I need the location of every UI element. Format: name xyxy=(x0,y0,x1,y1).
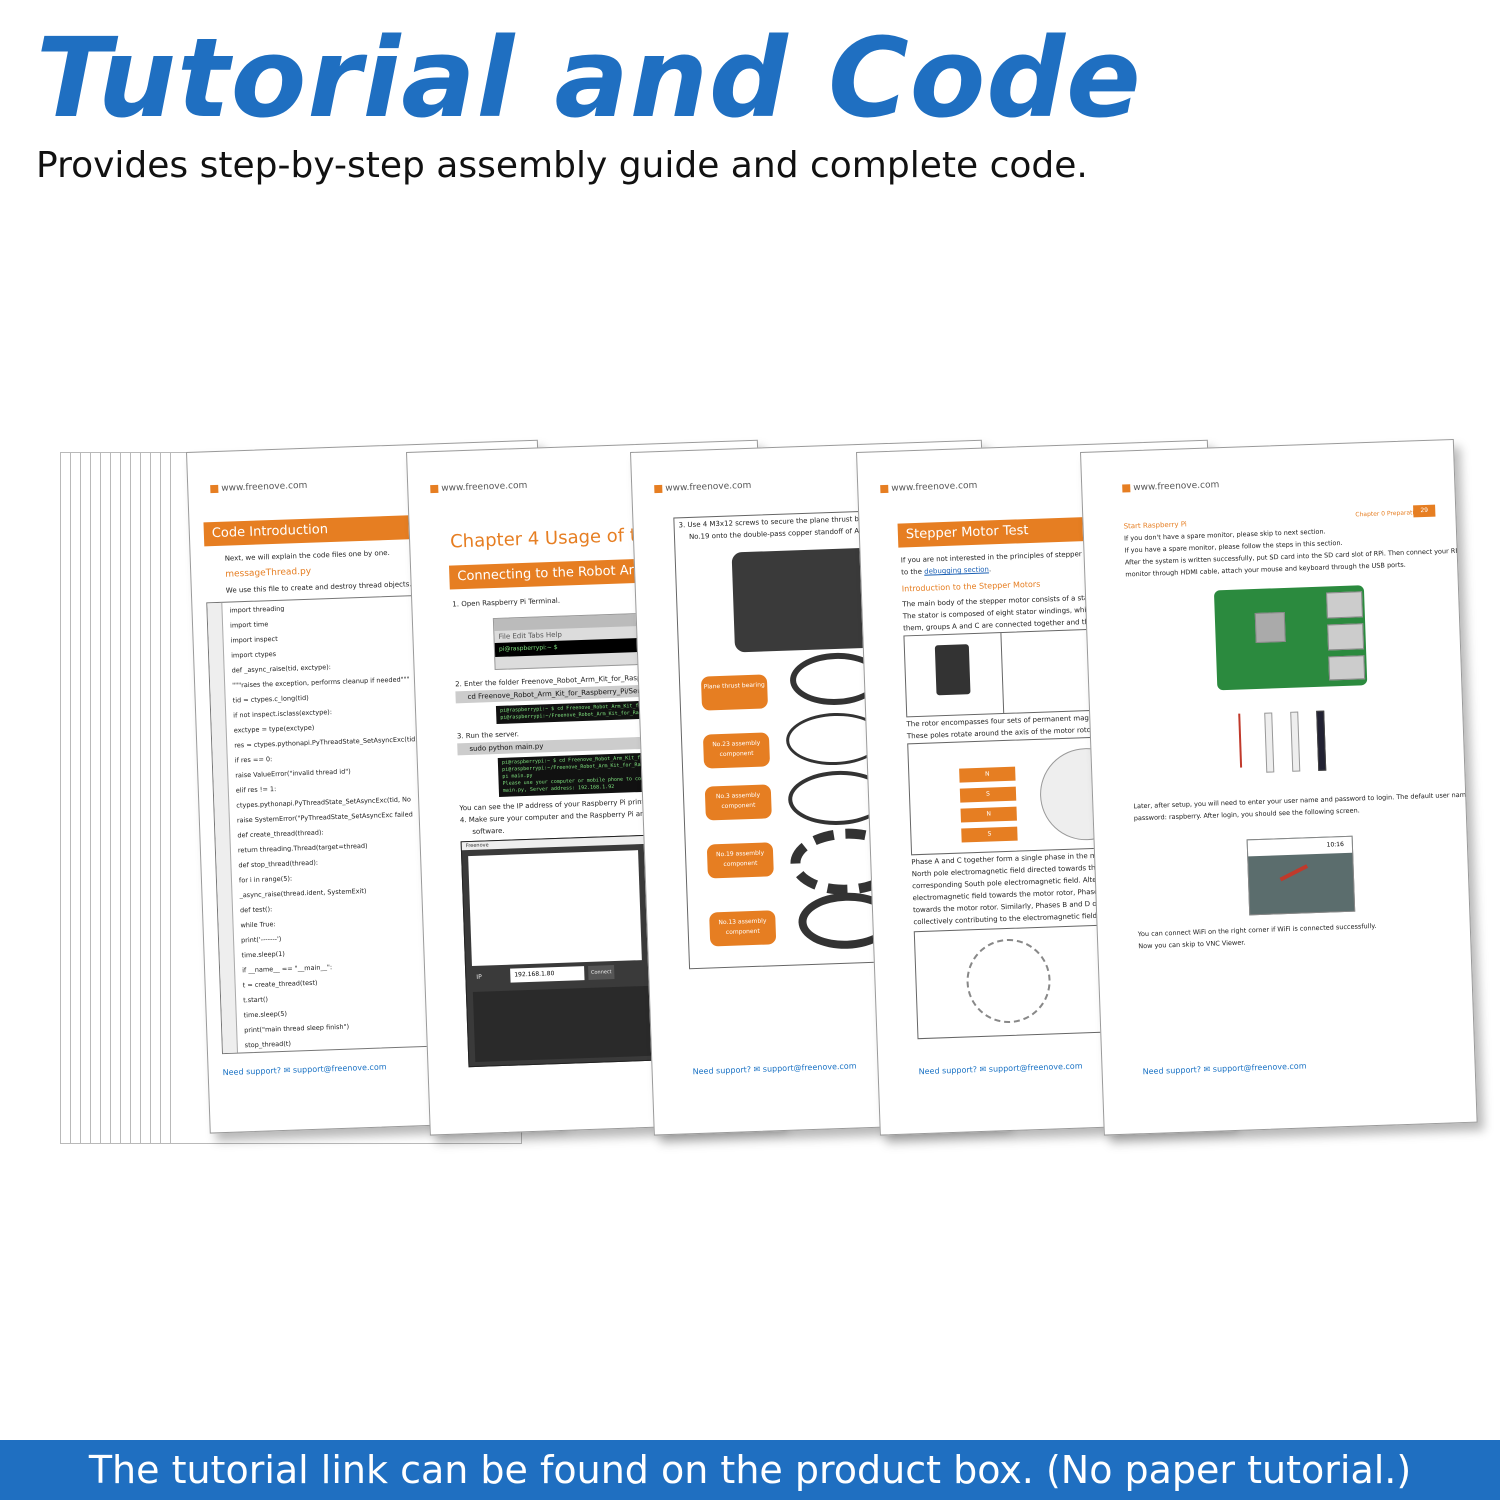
logo-square-icon xyxy=(880,484,889,493)
control-panel xyxy=(472,985,652,1062)
code-line: print("main thread sleep finish") xyxy=(244,1022,350,1035)
step-3: 3. Run the server. xyxy=(456,730,520,741)
code-line: import time xyxy=(229,620,269,630)
code-line: elif res != 1: xyxy=(235,785,277,795)
stepper-motor-illustration xyxy=(934,644,971,696)
pole-s: S xyxy=(961,826,1018,843)
freenove-logo: www.freenove.com xyxy=(430,481,527,494)
code-line: time.sleep(5) xyxy=(243,1009,288,1020)
usb-port xyxy=(1326,591,1363,619)
ip-input[interactable]: 192.168.1.80 xyxy=(510,966,585,983)
app-window: Freenove IP 192.168.1.80 Connect xyxy=(460,834,659,1068)
code-line: return threading.Thread(target=thread) xyxy=(237,841,368,855)
code-line: def test(): xyxy=(239,905,273,915)
code-line: stop_thread(t) xyxy=(244,1039,292,1050)
headline: Tutorial and Code xyxy=(36,14,1142,142)
logo-square-icon xyxy=(654,484,663,493)
line-8: Now you can skip to VNC Viewer. xyxy=(1138,938,1246,951)
code-line: def create_thread(thread): xyxy=(237,828,324,840)
wallpaper-mark xyxy=(1279,864,1309,882)
step-1: 1. Open Raspberry Pi Terminal. xyxy=(452,596,561,609)
code-line: if __name__ == "__main__": xyxy=(241,963,333,975)
support-footer: Need support? ✉ support@freenove.com xyxy=(692,1061,857,1077)
stator-illustration xyxy=(965,937,1052,1025)
file-name: messageThread.py xyxy=(225,566,312,580)
code-line: raise SystemError("PyThreadState_SetAsyn… xyxy=(236,810,413,825)
page-number: 29 xyxy=(1413,504,1436,518)
code-line: print('-------') xyxy=(240,934,282,945)
usb-port xyxy=(1327,623,1365,651)
support-footer: Need support? ✉ support@freenove.com xyxy=(918,1061,1083,1077)
section-title: Start Raspberry Pi xyxy=(1123,520,1187,531)
pole-s: S xyxy=(959,786,1017,803)
debugging-link[interactable]: debugging section xyxy=(924,565,990,576)
connect-button[interactable]: Connect xyxy=(588,965,615,980)
freenove-logo: www.freenove.com xyxy=(210,481,307,494)
freenove-logo: www.freenove.com xyxy=(880,481,977,494)
code-line: tid = ctypes.c_long(tid) xyxy=(232,693,309,705)
callout-no13: No.13 assembly component xyxy=(709,910,777,947)
code-line: import threading xyxy=(229,604,285,615)
cable xyxy=(1316,710,1327,771)
code-line: for i in range(5): xyxy=(238,874,293,885)
page-start-raspberry-pi: www.freenove.com Start Raspberry Pi Chap… xyxy=(1080,438,1478,1136)
code-line: ctypes.pythonapi.PyThreadState_SetAsyncE… xyxy=(236,795,412,810)
callout-no19: No.19 assembly component xyxy=(706,842,774,879)
code-line: raise ValueError("invalid thread id") xyxy=(235,767,351,780)
chapter-tag: Chapter 0 Preparation xyxy=(1355,509,1422,519)
taskbar-clock: 10:16 xyxy=(1247,836,1353,857)
cpu-chip xyxy=(1254,611,1286,643)
code-line: t = create_thread(test) xyxy=(242,978,318,990)
intro-line-2: to the debugging section. xyxy=(901,565,992,577)
step-4-cont: software. xyxy=(472,826,505,836)
code-line: """raises the exception, performs cleanu… xyxy=(232,675,410,690)
logo-square-icon xyxy=(430,484,439,493)
freenove-logo: www.freenove.com xyxy=(654,481,751,494)
cable xyxy=(1290,711,1301,772)
subheadline: Provides step-by-step assembly guide and… xyxy=(36,145,1088,186)
code-line: import ctypes xyxy=(230,649,277,660)
code-line: while True: xyxy=(240,920,276,930)
logo-square-icon xyxy=(1122,483,1131,493)
intro-text: Next, we will explain the code files one… xyxy=(224,548,390,563)
code-line: exctype = type(exctype) xyxy=(233,723,315,735)
footer-banner: The tutorial link can be found on the pr… xyxy=(0,1440,1500,1500)
code-line: def _async_raise(tid, exctype): xyxy=(231,663,332,675)
callout-no3: No.3 assembly component xyxy=(704,784,772,821)
arrow-up-icon xyxy=(1238,713,1243,768)
pole-n: N xyxy=(960,806,1017,823)
code-line: if res == 0: xyxy=(234,755,273,765)
ip-label: IP xyxy=(476,973,482,981)
logo-square-icon xyxy=(210,484,219,493)
figure-divider xyxy=(1000,633,1005,714)
code-line: time.sleep(1) xyxy=(241,949,285,960)
line-7: You can connect WiFi on the right corner… xyxy=(1137,921,1377,939)
freenove-logo: www.freenove.com xyxy=(1122,480,1219,493)
video-area xyxy=(468,850,642,967)
code-line: t.start() xyxy=(243,995,269,1005)
cable xyxy=(1264,712,1275,773)
code-line: res = ctypes.pythonapi.PyThreadState_Set… xyxy=(234,735,418,750)
ethernet-port xyxy=(1328,655,1366,681)
pole-n: N xyxy=(959,766,1016,783)
raspberry-pi-board xyxy=(1213,585,1368,691)
code-line: def stop_thread(thread): xyxy=(238,858,319,870)
support-footer: Need support? ✉ support@freenove.com xyxy=(222,1062,387,1078)
cables-illustration xyxy=(1230,704,1342,778)
app-title: Freenove xyxy=(461,835,650,851)
support-footer: Need support? ✉ support@freenove.com xyxy=(1142,1061,1307,1077)
code-line: _async_raise(thread.ident, SystemExit) xyxy=(239,886,367,900)
subheading: Introduction to the Stepper Motors xyxy=(901,579,1041,594)
desktop-screenshot: 10:16 xyxy=(1246,835,1356,916)
code-line: if not inspect.isclass(exctype): xyxy=(233,708,333,720)
callout-no23: No.23 assembly component xyxy=(702,732,771,769)
callout-thrust-bearing: Plane thrust bearing xyxy=(700,674,769,711)
support-footer: . xyxy=(442,1068,446,1078)
code-line: import inspect xyxy=(230,634,278,645)
